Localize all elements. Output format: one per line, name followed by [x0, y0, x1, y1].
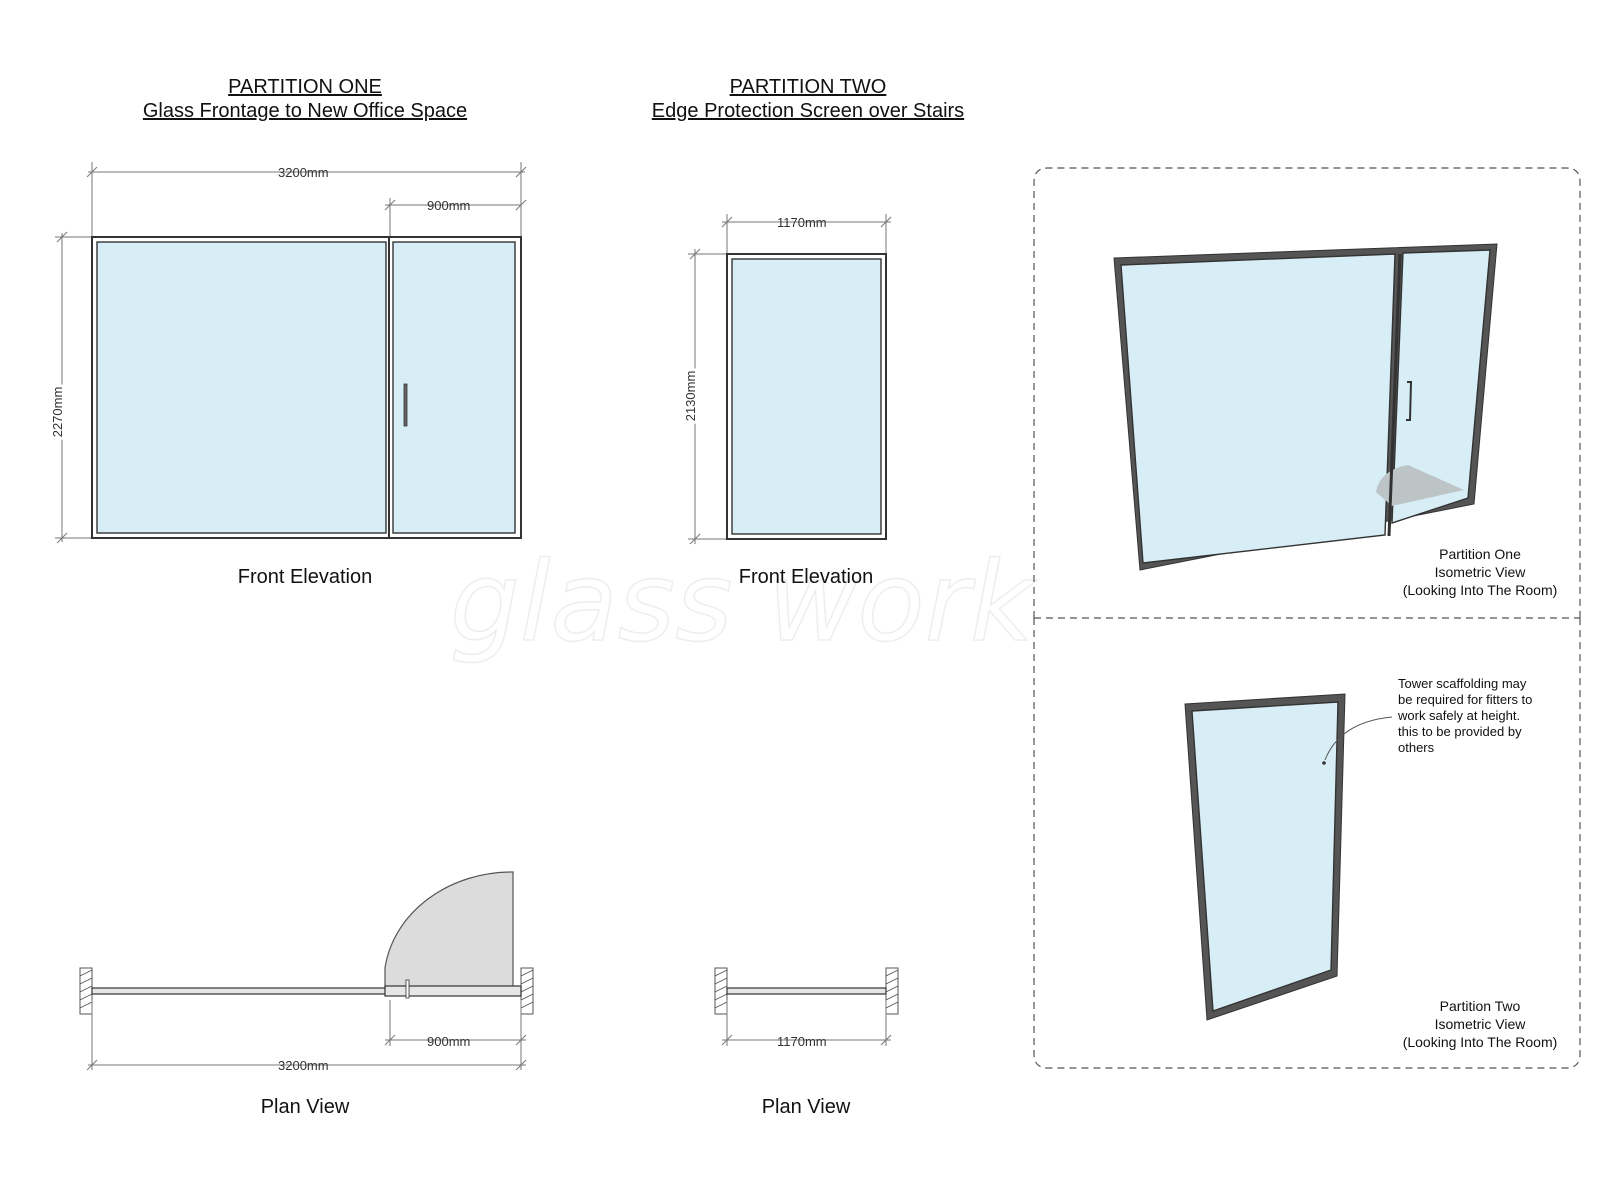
iso-two-line3: (Looking Into The Room): [1403, 1034, 1558, 1050]
iso-two-note-4: this to be provided by: [1398, 724, 1522, 739]
iso-two-line1: Partition Two: [1440, 998, 1521, 1014]
p2-height-label: 2130mm: [683, 371, 698, 422]
p1-door-width-label: 900mm: [427, 198, 470, 213]
partition-one-heading: PARTITION ONE: [228, 76, 382, 98]
partition-two-front-elevation: 1170mm 2130mm: [680, 214, 892, 545]
isometric-panels: [1033, 167, 1581, 1069]
partition-two-plan-view: 1170mm: [714, 967, 899, 1049]
partition-one-front-elevation: 3200mm 900mm 2270mm: [47, 162, 527, 544]
partition-two-isometric: [1184, 693, 1393, 1021]
iso-two-note-1: Tower scaffolding may: [1398, 676, 1527, 691]
partition-one-subheading: Glass Frontage to New Office Space: [143, 100, 467, 122]
iso-two-note-5: others: [1398, 740, 1435, 755]
iso-two-note-2: be required for fitters to: [1398, 692, 1532, 707]
iso-one-line1: Partition One: [1439, 546, 1521, 562]
partition-one-isometric: [1113, 243, 1498, 571]
p2-plan-width-label: 1170mm: [777, 1034, 827, 1049]
watermark: glass work: [450, 538, 1038, 666]
door-swing-arc: [384, 871, 514, 992]
p2-front-caption: Front Elevation: [739, 566, 874, 588]
p1-plan-door-label: 900mm: [427, 1034, 470, 1049]
partition-two-subheading: Edge Protection Screen over Stairs: [652, 100, 964, 122]
iso-one-line2: Isometric View: [1435, 564, 1527, 580]
p1-plan-width-label: 3200mm: [278, 1058, 329, 1073]
p1-front-caption: Front Elevation: [238, 566, 373, 588]
iso-one-line3: (Looking Into The Room): [1403, 582, 1558, 598]
p1-height-label: 2270mm: [50, 387, 65, 438]
iso-two-line2: Isometric View: [1435, 1016, 1527, 1032]
p2-width-label: 1170mm: [777, 215, 827, 230]
iso-two-note-3: work safely at height.: [1397, 708, 1520, 723]
p1-width-label: 3200mm: [278, 165, 329, 180]
partition-one-plan-view: 900mm 3200mm: [79, 871, 534, 1073]
p1-plan-caption: Plan View: [261, 1096, 350, 1118]
p1-door-handle: [403, 383, 408, 427]
p2-plan-caption: Plan View: [762, 1096, 851, 1118]
partition-two-heading: PARTITION TWO: [730, 76, 887, 98]
iso-door-handle: [1406, 381, 1413, 421]
